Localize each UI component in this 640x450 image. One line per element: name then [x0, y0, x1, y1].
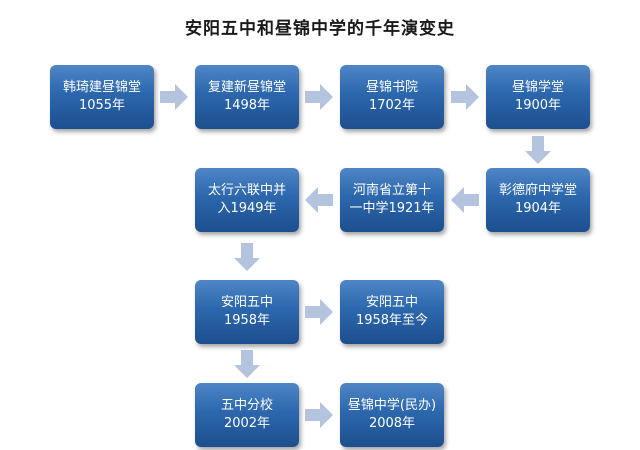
node-anyang-wuzhong-1958: 安阳五中 1958年 — [195, 280, 299, 344]
node-name: 太行六联中并 — [207, 183, 286, 198]
node-henan-shengli-11: 河南省立第十 一中学1921年 — [340, 168, 444, 232]
arrow-down-icon — [234, 350, 260, 378]
node-name: 安阳五中 — [220, 295, 273, 310]
node-name: 彰德府中学堂 — [498, 183, 577, 198]
node-year: 2002年 — [223, 416, 271, 431]
node-year: 1702年 — [368, 98, 416, 113]
node-name: 河南省立第十 — [352, 183, 431, 198]
node-year: 1958年至今 — [355, 313, 429, 328]
arrow-right-icon — [451, 84, 479, 110]
arrow-down-icon — [525, 136, 551, 164]
node-year: 1958年 — [223, 313, 271, 328]
node-anyang-wuzhong-present: 安阳五中 1958年至今 — [340, 280, 444, 344]
node-name: 安阳五中 — [365, 295, 418, 310]
node-name: 韩琦建昼锦堂 — [62, 80, 141, 95]
node-zhoujin-shuyuan: 昼锦书院 1702年 — [340, 65, 444, 129]
node-year: 入1949年 — [217, 201, 277, 216]
node-year: 一中学1921年 — [349, 201, 435, 216]
node-year: 1498年 — [223, 98, 271, 113]
node-name: 复建新昼锦堂 — [207, 80, 286, 95]
node-year: 1904年 — [514, 201, 562, 216]
arrow-right-icon — [305, 402, 333, 428]
node-year: 2008年 — [368, 416, 416, 431]
node-name: 五中分校 — [220, 398, 273, 413]
page-title: 安阳五中和昼锦中学的千年演变史 — [185, 19, 455, 39]
arrow-right-icon — [305, 84, 333, 110]
node-hanqi-zhoujintang: 韩琦建昼锦堂 1055年 — [50, 65, 154, 129]
arrow-right-icon — [305, 299, 333, 325]
node-name: 昼锦中学(民办) — [347, 398, 437, 413]
arrow-left-icon — [451, 187, 479, 213]
arrow-left-icon — [305, 187, 333, 213]
arrow-right-icon — [160, 84, 188, 110]
node-taihang-liulianzhong: 太行六联中并 入1949年 — [195, 168, 299, 232]
node-zhoujin-zhongxue: 昼锦中学(民办) 2008年 — [340, 383, 444, 447]
node-fujian-xin-zhoujintang: 复建新昼锦堂 1498年 — [195, 65, 299, 129]
node-year: 1055年 — [78, 98, 126, 113]
node-name: 昼锦学堂 — [511, 80, 564, 95]
node-zhoujin-xuetang: 昼锦学堂 1900年 — [486, 65, 590, 129]
node-zhangdefu-zhongxuetang: 彰德府中学堂 1904年 — [486, 168, 590, 232]
node-name: 昼锦书院 — [365, 80, 418, 95]
node-wuzhong-fenxiao: 五中分校 2002年 — [195, 383, 299, 447]
node-year: 1900年 — [514, 98, 562, 113]
arrow-down-icon — [234, 243, 260, 271]
